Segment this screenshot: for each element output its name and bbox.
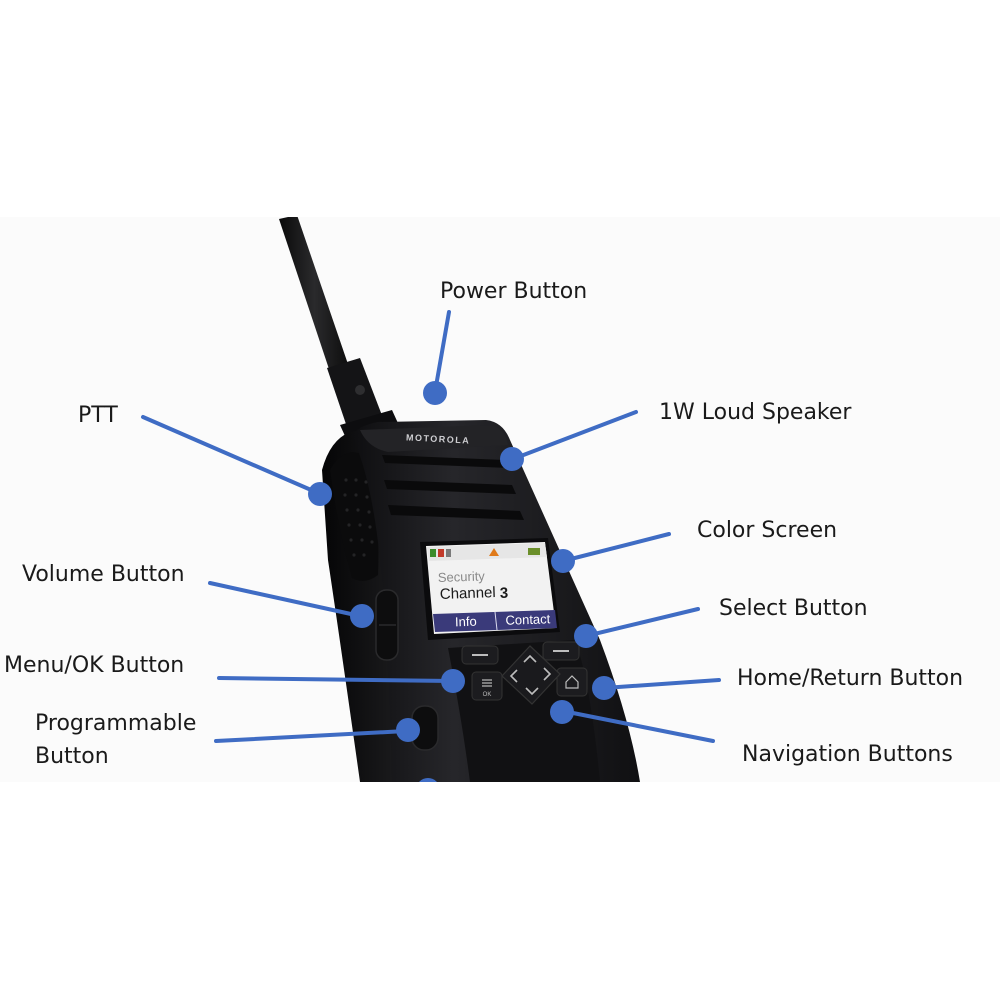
label-volume-button: Volume Button: [22, 562, 185, 587]
left-softkey[interactable]: [461, 645, 499, 665]
color-screen: Security Channel 3 Info Contact: [420, 538, 560, 640]
label-loud-speaker: 1W Loud Speaker: [659, 400, 852, 425]
callout-navigation-buttons: [550, 700, 715, 743]
label-select-button: Select Button: [719, 596, 868, 621]
signal-icon: [430, 549, 436, 557]
nav-down-icon[interactable]: [525, 687, 539, 696]
label-power-button: Power Button: [440, 279, 588, 304]
battery-icon: [528, 548, 540, 555]
home-return-button[interactable]: [556, 667, 588, 697]
softkey-info[interactable]: Info: [455, 614, 477, 630]
bluetooth-icon: [446, 549, 451, 557]
brand-logo: MOTOROLA: [406, 432, 471, 445]
callout-home-return-button: [592, 676, 721, 700]
label-programmable-button: Programmable Button: [35, 711, 197, 769]
callout-loud-speaker: [500, 410, 638, 471]
callout-programmable-button: [214, 718, 420, 743]
screen-channel-number: 3: [500, 585, 509, 602]
screen-channel-label: Channel: [440, 584, 496, 603]
top-cap: [360, 425, 508, 452]
ptt-key[interactable]: [330, 452, 379, 581]
callout-volume-button: [208, 581, 374, 628]
callout-color-screen: [551, 532, 671, 573]
alert-icon: [489, 548, 499, 556]
label-ptt: PTT: [78, 403, 118, 428]
callout-ptt: [141, 415, 332, 506]
label-menu-ok-button: Menu/OK Button: [4, 653, 185, 678]
callout-menu-ok-button: [217, 669, 465, 693]
nav-right-icon[interactable]: [543, 667, 552, 681]
menu-ok-mark: OK: [483, 692, 492, 698]
speaker-grille: [382, 455, 524, 520]
softkey-contact[interactable]: Contact: [505, 611, 551, 628]
label-home-return-button: Home/Return Button: [737, 666, 964, 691]
antenna: [279, 217, 402, 447]
menu-ok-button[interactable]: OK: [471, 671, 503, 701]
muted-speaker-icon: [438, 549, 444, 557]
navigation-buttons[interactable]: [501, 645, 561, 705]
callout-power-button: [423, 310, 451, 405]
label-navigation-buttons: Navigation Buttons: [742, 742, 953, 767]
nav-up-icon[interactable]: [523, 654, 537, 663]
callout-select-button: [574, 607, 700, 648]
label-color-screen: Color Screen: [697, 518, 838, 543]
screen-zone-label: Security: [438, 568, 486, 585]
select-button[interactable]: [542, 641, 580, 661]
callout-cut-off: [419, 778, 437, 782]
nav-left-icon[interactable]: [509, 669, 518, 683]
callout-lines: [141, 310, 721, 782]
volume-button[interactable]: [375, 589, 399, 661]
